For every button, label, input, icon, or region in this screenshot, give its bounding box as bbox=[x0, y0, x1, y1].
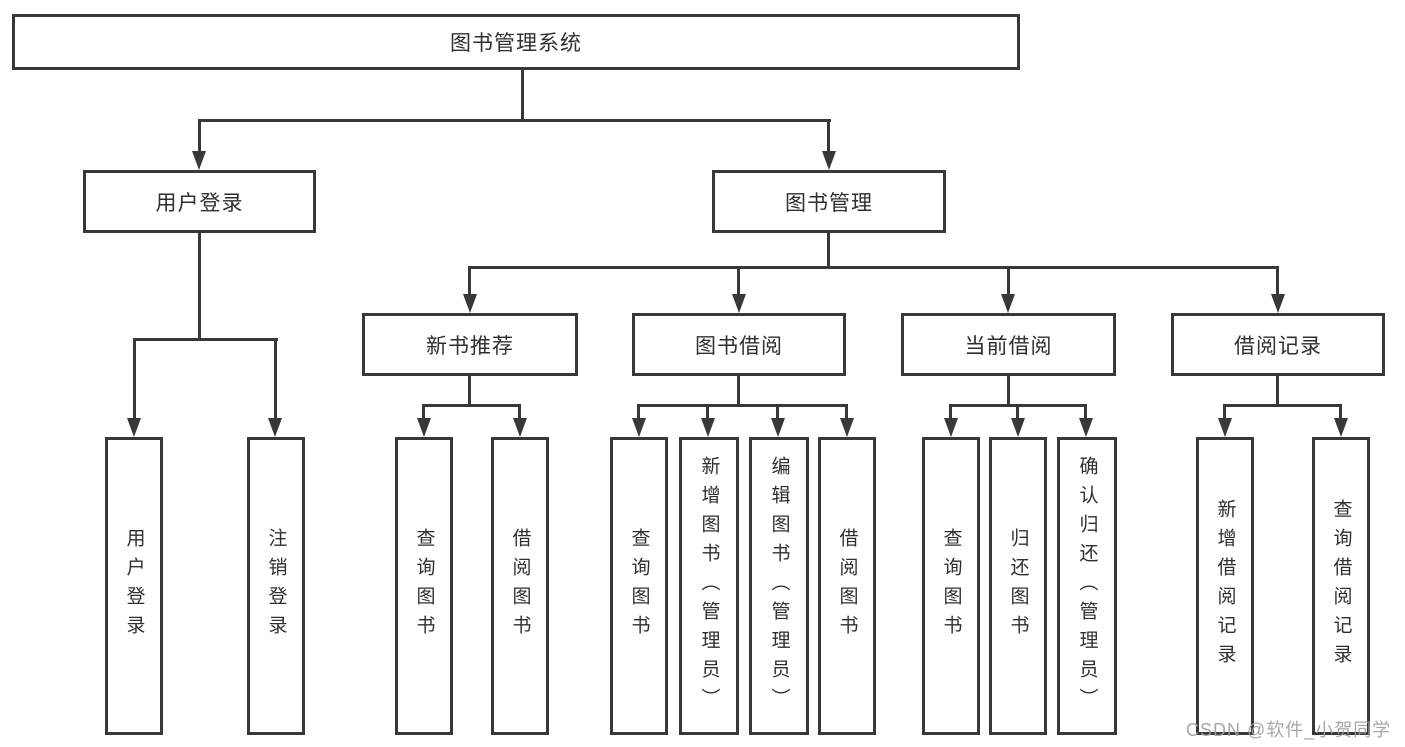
arrow-down-icon bbox=[513, 418, 527, 437]
node-new-book-recommendation: 新书推荐 bbox=[362, 313, 578, 376]
connector-line bbox=[827, 233, 830, 269]
connector-line bbox=[468, 266, 1279, 269]
arrow-down-icon bbox=[127, 418, 141, 437]
connector-line bbox=[1007, 266, 1010, 297]
node-borrowing-records: 借阅记录 bbox=[1171, 313, 1385, 376]
connector-line bbox=[949, 404, 952, 421]
arrow-down-icon bbox=[822, 151, 836, 170]
leaf-borrow-books-borrowing: 借阅图书 bbox=[818, 437, 876, 735]
node-label: 借阅图书 bbox=[836, 528, 858, 644]
arrow-down-icon bbox=[192, 151, 206, 170]
connector-line bbox=[637, 404, 848, 407]
node-label: 新增借阅记录 bbox=[1214, 499, 1236, 673]
connector-line bbox=[737, 266, 740, 297]
arrow-down-icon bbox=[732, 294, 746, 313]
arrow-down-icon bbox=[840, 418, 854, 437]
connector-line bbox=[198, 119, 201, 155]
leaf-query-borrow-record: 查询借阅记录 bbox=[1312, 437, 1370, 735]
leaf-edit-books-admin: 编辑图书（管理员） bbox=[749, 437, 809, 735]
connector-line bbox=[133, 338, 278, 341]
arrow-down-icon bbox=[268, 418, 282, 437]
arrow-down-icon bbox=[632, 418, 646, 437]
arrow-down-icon bbox=[701, 418, 715, 437]
node-label: 当前借阅 bbox=[964, 334, 1053, 358]
arrow-down-icon bbox=[1001, 294, 1015, 313]
node-user-login: 用户登录 bbox=[83, 170, 316, 233]
arrow-down-icon bbox=[1271, 294, 1285, 313]
connector-line bbox=[1339, 404, 1342, 421]
connector-line bbox=[468, 266, 471, 297]
connector-line bbox=[518, 404, 521, 421]
leaf-query-books-borrowing: 查询图书 bbox=[610, 437, 668, 735]
connector-line bbox=[1016, 404, 1019, 421]
node-label: 借阅图书 bbox=[509, 528, 531, 644]
node-book-borrowing: 图书借阅 bbox=[632, 313, 846, 376]
arrow-down-icon bbox=[1011, 418, 1025, 437]
leaf-return-books: 归还图书 bbox=[989, 437, 1047, 735]
node-label: 图书管理系统 bbox=[450, 32, 582, 55]
node-label: 确认归还（管理员） bbox=[1076, 455, 1098, 717]
leaf-confirm-return-admin: 确认归还（管理员） bbox=[1057, 437, 1117, 735]
connector-line bbox=[274, 338, 277, 421]
node-label: 查询图书 bbox=[940, 528, 962, 644]
arrow-down-icon bbox=[771, 418, 785, 437]
connector-line bbox=[422, 404, 521, 407]
connector-line bbox=[1223, 404, 1226, 421]
node-library-management-system: 图书管理系统 bbox=[12, 14, 1020, 70]
connector-line bbox=[737, 376, 740, 407]
connector-line bbox=[1007, 376, 1010, 407]
arrow-down-icon bbox=[463, 294, 477, 313]
connector-line bbox=[1223, 404, 1342, 407]
node-label: 用户登录 bbox=[123, 528, 145, 644]
node-label: 查询图书 bbox=[413, 528, 435, 644]
connector-line bbox=[422, 404, 425, 421]
node-current-borrowing: 当前借阅 bbox=[901, 313, 1116, 376]
leaf-add-borrow-record: 新增借阅记录 bbox=[1196, 437, 1254, 735]
node-label: 注销登录 bbox=[265, 528, 287, 644]
node-label: 新增图书（管理员） bbox=[698, 455, 720, 717]
node-label: 编辑图书（管理员） bbox=[768, 455, 790, 717]
connector-line bbox=[1084, 404, 1087, 421]
leaf-user-login: 用户登录 bbox=[105, 437, 163, 735]
node-label: 查询借阅记录 bbox=[1330, 499, 1352, 673]
node-label: 借阅记录 bbox=[1234, 334, 1322, 358]
connector-line bbox=[198, 119, 831, 122]
connector-line bbox=[776, 404, 779, 421]
arrow-down-icon bbox=[944, 418, 958, 437]
leaf-add-books-admin: 新增图书（管理员） bbox=[679, 437, 739, 735]
node-label: 图书借阅 bbox=[695, 334, 783, 358]
connector-line bbox=[1276, 376, 1279, 407]
node-label: 查询图书 bbox=[628, 528, 650, 644]
node-label: 新书推荐 bbox=[426, 334, 514, 358]
connector-line bbox=[1276, 266, 1279, 297]
csdn-watermark: CSDN @软件_小贺同学 bbox=[1186, 720, 1392, 740]
connector-line bbox=[637, 404, 640, 421]
connector-line bbox=[706, 404, 709, 421]
connector-line bbox=[521, 70, 524, 121]
node-label: 归还图书 bbox=[1007, 528, 1029, 644]
arrow-down-icon bbox=[417, 418, 431, 437]
node-book-management: 图书管理 bbox=[712, 170, 946, 233]
leaf-borrow-books-recommend: 借阅图书 bbox=[491, 437, 549, 735]
arrow-down-icon bbox=[1079, 418, 1093, 437]
arrow-down-icon bbox=[1218, 418, 1232, 437]
leaf-query-books-recommend: 查询图书 bbox=[395, 437, 453, 735]
leaf-query-books-current: 查询图书 bbox=[922, 437, 980, 735]
leaf-logout: 注销登录 bbox=[247, 437, 305, 735]
connector-line bbox=[827, 119, 830, 155]
node-label: 用户登录 bbox=[155, 191, 244, 215]
connector-line bbox=[198, 233, 201, 340]
connector-line bbox=[845, 404, 848, 421]
connector-line bbox=[468, 376, 471, 407]
arrow-down-icon bbox=[1334, 418, 1348, 437]
node-label: 图书管理 bbox=[785, 191, 873, 215]
connector-line bbox=[133, 338, 136, 421]
